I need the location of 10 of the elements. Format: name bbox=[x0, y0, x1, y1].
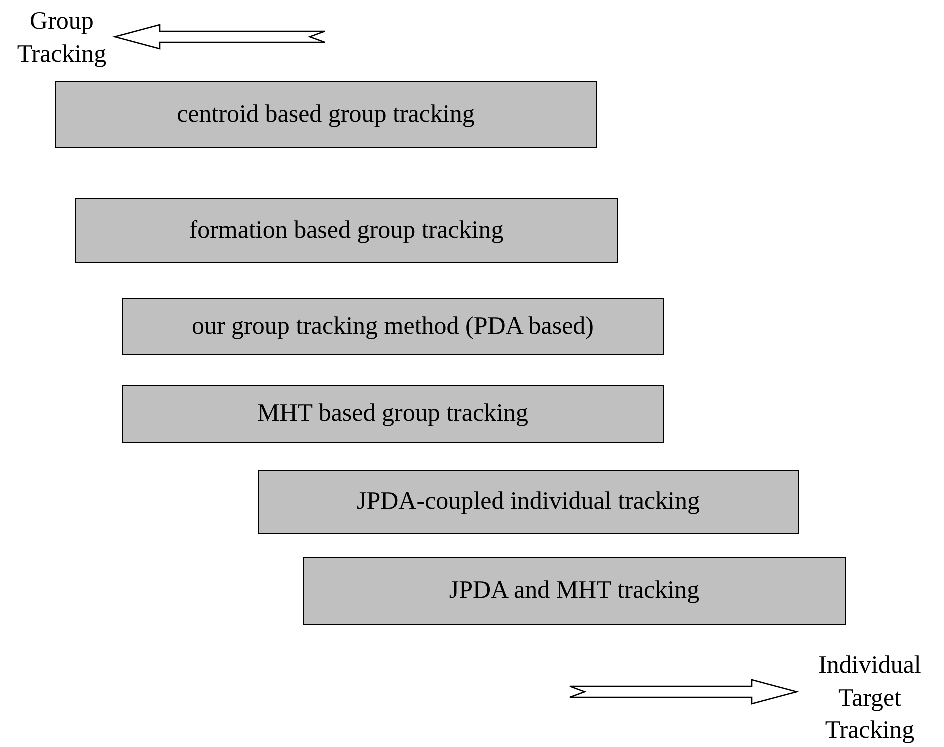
axis-end-label: Group Tracking bbox=[12, 6, 112, 71]
axis-end-label: Individual Target Tracking bbox=[800, 650, 940, 747]
block-arrow bbox=[112, 24, 326, 50]
method-box: MHT based group tracking bbox=[122, 385, 664, 443]
method-box: centroid based group tracking bbox=[55, 81, 597, 148]
block-arrow bbox=[569, 679, 800, 705]
method-box: formation based group tracking bbox=[75, 198, 618, 263]
method-box: JPDA-coupled individual tracking bbox=[258, 470, 799, 534]
method-box: JPDA and MHT tracking bbox=[303, 557, 846, 625]
method-box: our group tracking method (PDA based) bbox=[122, 298, 664, 355]
